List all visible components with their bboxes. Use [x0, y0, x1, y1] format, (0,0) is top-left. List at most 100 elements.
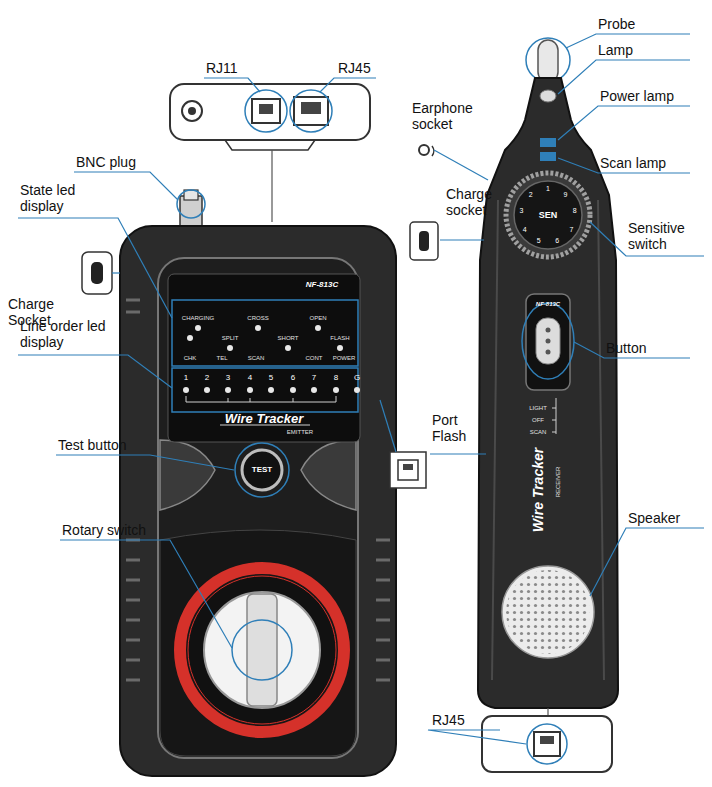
callout-label: Sensitive switch: [628, 220, 703, 252]
rj45-contacts: [301, 102, 321, 114]
line-order-leds: [183, 387, 360, 393]
device-marking: OFF: [532, 417, 544, 423]
view-link-line: [271, 150, 272, 222]
device-marking: 6: [291, 374, 295, 382]
highlight-box: [172, 368, 358, 412]
device-marking: G: [354, 374, 360, 382]
rotary-ring: [180, 568, 344, 732]
highlight-ellipse: [522, 303, 574, 379]
leader-line: [112, 272, 120, 273]
device-marking: TEST: [252, 466, 272, 474]
bnc-port: [182, 101, 202, 121]
logo-underline: [220, 425, 310, 426]
top-view-tab: [225, 140, 315, 150]
emitter-device: [120, 190, 396, 776]
device-marking: CHARGING: [182, 315, 214, 321]
speaker-holes: [506, 570, 590, 654]
device-marking: 3: [226, 374, 230, 382]
callout-label: Earphone socket: [412, 100, 482, 132]
device-marking: POWER: [333, 355, 356, 361]
sensitive-dial: [514, 181, 582, 249]
port-socket: [398, 460, 418, 480]
highlight-circle: [177, 190, 205, 218]
device-marking: 8: [573, 207, 577, 214]
rj45-contacts: [540, 736, 554, 744]
device-marking: CONT: [306, 355, 323, 361]
rotary-knob: [204, 592, 320, 708]
probe-tip: [538, 40, 558, 82]
rj45-port: [294, 97, 328, 125]
highlight-box: [172, 300, 358, 366]
state-leds: [187, 325, 343, 351]
lamp: [540, 90, 556, 102]
side-wing: [301, 440, 356, 510]
receiver-device: [478, 38, 618, 772]
charge-socket-icon: [82, 252, 112, 294]
device-marking: SCAN: [530, 429, 547, 435]
callout-label: RJ45: [338, 60, 371, 76]
device-marking: 7: [569, 225, 573, 232]
callout-label: BNC plug: [76, 154, 136, 170]
device-marking: SHORT: [278, 335, 299, 341]
callout-label: Lamp: [598, 42, 633, 58]
device-marking: CROSS: [247, 315, 268, 321]
callout-label: Charge socket: [446, 186, 506, 218]
speaker-grille: [502, 566, 594, 658]
body-edge: [492, 200, 604, 680]
device-marking: Wire Tracker: [225, 412, 303, 425]
receiver-bottom-view: [482, 716, 612, 772]
device-marking: SCAN: [248, 355, 265, 361]
callout-label: Button: [606, 340, 646, 356]
device-marking: 1: [546, 185, 550, 192]
device-marking: NF-813C: [306, 281, 338, 289]
earphone-icon: [419, 145, 429, 155]
device-marking: 1: [184, 374, 188, 382]
knob-grip: [247, 594, 277, 706]
port-flash-icon: [390, 452, 426, 488]
device-marking: Wire Tracker: [531, 448, 545, 532]
callout-label: State led display: [20, 182, 100, 214]
device-marking: 5: [537, 237, 541, 244]
callout-label: Line order led display: [20, 318, 110, 350]
sensitive-dial-ring: [506, 173, 590, 257]
port-contacts: [403, 464, 413, 470]
highlight-circle: [290, 90, 332, 132]
device-marking: SEN: [539, 211, 558, 220]
mode-bracket: [552, 398, 556, 434]
device-marking: 2: [529, 191, 533, 198]
scan-lamp: [540, 152, 556, 161]
device-marking: LIGHT: [529, 405, 547, 411]
highlight-circle: [526, 38, 570, 82]
callout-label: Speaker: [628, 510, 680, 526]
device-marking: 4: [523, 225, 527, 232]
device-marking: EMITTER: [287, 429, 313, 435]
callout-label: Rotary switch: [62, 522, 146, 538]
device-marking: FLASH: [330, 335, 349, 341]
highlight-circle: [245, 90, 287, 132]
lower-panel: [160, 530, 356, 756]
device-marking: 6: [555, 237, 559, 244]
emitter-body: [120, 226, 396, 776]
usb-port: [91, 262, 103, 284]
rj11-contacts: [259, 104, 273, 114]
top-view-body: [170, 84, 370, 140]
rj45-port: [534, 732, 560, 756]
charge-socket-icon: [410, 222, 438, 260]
callout-label: Probe: [598, 16, 635, 32]
button-panel: [526, 294, 570, 390]
pair-bracket: [186, 396, 336, 402]
leader-line: [434, 150, 488, 180]
earphone-icon-arc: [432, 146, 434, 156]
device-marking: 2: [205, 374, 209, 382]
slide-button: [536, 318, 560, 364]
highlight-circle: [235, 443, 289, 497]
device-marking: 4: [248, 374, 252, 382]
device-marking: SPLIT: [222, 335, 239, 341]
highlight-circle: [527, 724, 567, 764]
device-marking: RECEIVER: [555, 467, 561, 498]
device-marking: OPEN: [309, 315, 326, 321]
device-marking: 5: [269, 374, 273, 382]
usb-port: [419, 231, 429, 251]
